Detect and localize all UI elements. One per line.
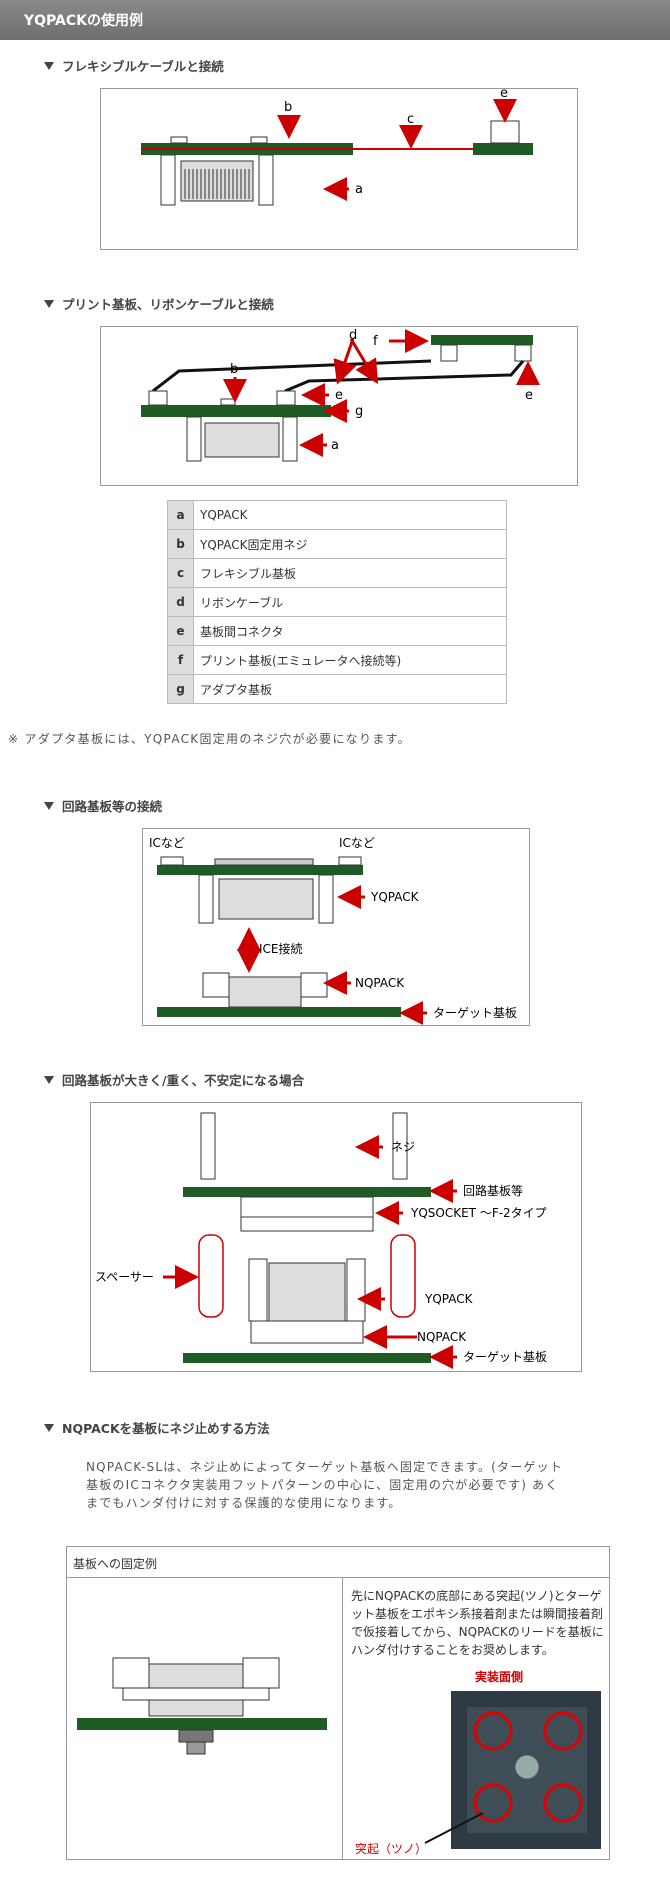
label-a: a	[355, 182, 363, 197]
label-b: b	[230, 362, 238, 377]
label-socket: YQSOCKET ～F-2タイプ	[410, 1206, 547, 1220]
legend-key: b	[167, 529, 194, 559]
label-ic-left: ICなど	[149, 836, 185, 850]
legend-key: c	[167, 558, 194, 588]
label-target: ターゲット基板	[433, 1006, 517, 1020]
label-spacer: スペーサー	[95, 1270, 154, 1284]
label-target: ターゲット基板	[463, 1350, 547, 1364]
triangle-bullet-icon	[44, 1424, 54, 1432]
section-heading-flex-cable: フレキシブルケーブルと接続	[44, 56, 224, 75]
legend-value: リボンケーブル	[193, 587, 507, 617]
triangle-bullet-icon	[44, 1076, 54, 1084]
figure-flex-cable: b c e a	[100, 88, 578, 250]
page-header: YQPACKの使用例	[0, 0, 670, 40]
legend-value: YQPACK	[193, 500, 507, 530]
fix-example-box: 基板への固定例 先にNQPACKの底部にある突起(ツノ)とターゲット基板をエポキ…	[66, 1546, 610, 1860]
legend-key: g	[167, 674, 194, 704]
legend-key: a	[167, 500, 194, 530]
section-heading-printed-board: プリント基板、リボンケーブルと接続	[44, 294, 274, 313]
screw-fix-description: NQPACK-SLは、ネジ止めによってターゲット基板へ固定できます。(ターゲット…	[86, 1460, 564, 1510]
fix-example-figure	[67, 1578, 343, 1859]
legend-value: フレキシブル基板	[193, 558, 507, 588]
label-g: g	[355, 404, 363, 419]
triangle-bullet-icon	[44, 300, 54, 308]
fix-example-text: 先にNQPACKの底部にある突起(ツノ)とターゲット基板をエポキシ系接着剤または…	[351, 1589, 604, 1657]
label-nqpack: NQPACK	[417, 1330, 467, 1344]
label-c: c	[407, 112, 414, 127]
triangle-bullet-icon	[44, 62, 54, 70]
label-e-right: e	[525, 388, 533, 403]
label-screw: ネジ	[391, 1140, 415, 1154]
figure-circuit-board: ICなど ICなど YQPACK ICE接続 NQPACK ターゲット基板	[142, 828, 530, 1026]
label-e: e	[500, 89, 508, 101]
adapter-note: ※ アダプタ基板には、YQPACK固定用のネジ穴が必要になります。	[8, 732, 412, 746]
figure-ribbon-cable: d f e b e g a	[100, 326, 578, 486]
label-ice: ICE接続	[259, 941, 303, 956]
label-e-left: e	[335, 388, 343, 403]
page-title: YQPACKの使用例	[24, 13, 143, 29]
legend-value: プリント基板(エミュレータへ接続等)	[193, 645, 507, 675]
figure-unstable-board: ネジ 回路基板等 YQSOCKET ～F-2タイプ スペーサー YQPACK N…	[90, 1102, 582, 1372]
section-title: 回路基板が大きく/重く、不安定になる場合	[62, 1073, 305, 1088]
triangle-bullet-icon	[44, 802, 54, 810]
section-heading-screw-fix: NQPACKを基板にネジ止めする方法	[44, 1418, 270, 1437]
label-ic-right: ICなど	[339, 836, 375, 850]
nqpack-photo: 実装面側 突起（ツノ）	[355, 1669, 601, 1856]
section-heading-unstable-board: 回路基板が大きく/重く、不安定になる場合	[44, 1070, 304, 1089]
legend-key: d	[167, 587, 194, 617]
legend-value: YQPACK固定用ネジ	[193, 529, 507, 559]
legend-value: 基板間コネクタ	[193, 616, 507, 646]
label-f: f	[373, 334, 378, 349]
label-d: d	[349, 328, 357, 343]
section-title: プリント基板、リボンケーブルと接続	[62, 297, 274, 312]
section-title: NQPACKを基板にネジ止めする方法	[62, 1421, 270, 1436]
label-a: a	[331, 438, 339, 453]
legend-key: f	[167, 645, 194, 675]
label-nqpack: NQPACK	[355, 976, 405, 990]
section-title: フレキシブルケーブルと接続	[62, 59, 224, 74]
legend-key: e	[167, 616, 194, 646]
label-yqpack: YQPACK	[424, 1292, 474, 1306]
section-title: 回路基板等の接続	[62, 799, 163, 814]
section-heading-circuit-board: 回路基板等の接続	[44, 796, 162, 815]
fix-example-title: 基板への固定例	[67, 1547, 609, 1578]
label-b: b	[284, 100, 292, 115]
label-board: 回路基板等	[463, 1183, 523, 1198]
label-yqpack: YQPACK	[370, 890, 420, 904]
label-mount-side: 実装面側	[475, 1669, 523, 1684]
label-protrusion: 突起（ツノ）	[355, 1841, 427, 1856]
legend-value: アダプタ基板	[193, 674, 507, 704]
